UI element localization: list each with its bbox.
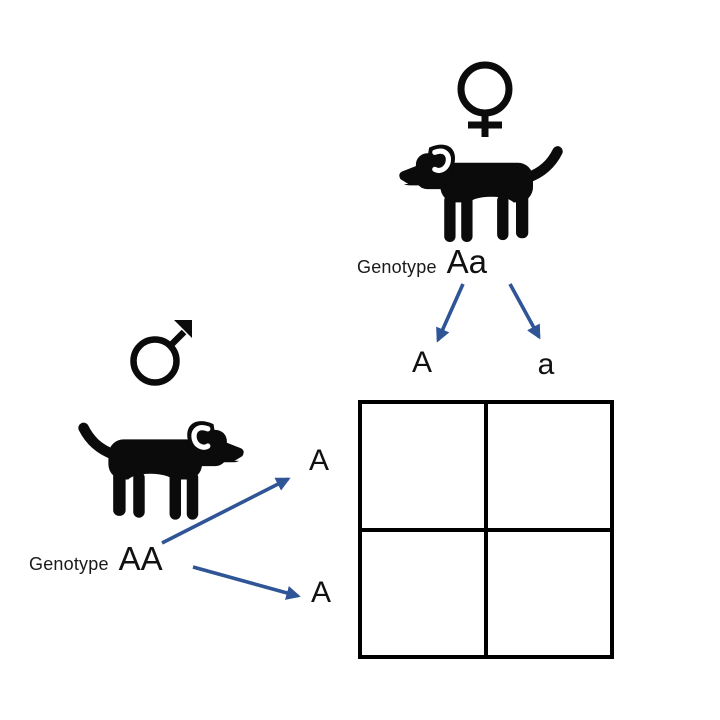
female-dog-icon — [399, 144, 563, 243]
female-gamete-a: a — [537, 348, 555, 381]
punnett-cell-top-left — [362, 404, 484, 528]
female-symbol-icon — [457, 61, 513, 137]
punnett-cell-bottom-right — [488, 531, 610, 655]
female-gamete-A: A — [411, 346, 432, 379]
punnett-cell-bottom-left — [362, 531, 484, 655]
female-genotype-label: Genotype — [357, 257, 437, 277]
male-genotype-value: AA — [118, 540, 163, 577]
male-genotype: Genotype AA — [29, 542, 163, 575]
female-genotype-value: Aa — [446, 243, 488, 280]
male-gamete-A-bottom: A — [310, 576, 331, 609]
arrow-female-to-A — [436, 283, 465, 343]
arrow-female-to-a — [508, 283, 541, 340]
arrow-male-to-A-bottom — [192, 565, 301, 600]
female-genotype: Genotype Aa — [357, 245, 487, 278]
male-dog-icon — [78, 421, 244, 520]
punnett-cell-top-right — [488, 404, 610, 528]
male-genotype-label: Genotype — [29, 554, 109, 574]
punnett-square — [358, 400, 614, 659]
male-symbol-icon — [130, 320, 192, 386]
male-gamete-A-top: A — [308, 444, 329, 477]
